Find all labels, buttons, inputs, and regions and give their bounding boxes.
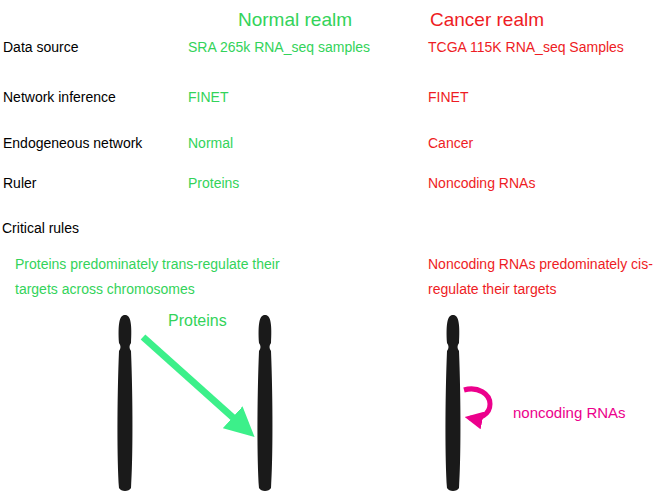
cell-text: FINET <box>428 89 468 106</box>
rule-text: Noncoding RNAs predominately cis-regulat… <box>428 252 660 302</box>
cell-text: Proteins <box>188 175 239 192</box>
row-header: Critical rules <box>2 220 79 237</box>
trans-regulation-arrow <box>143 337 248 431</box>
chromosome <box>258 315 273 491</box>
arrow-label: noncoding RNAs <box>513 404 626 422</box>
row-header: Data source <box>3 39 78 56</box>
row-header: Network inference <box>3 89 116 106</box>
cell-text: Noncoding RNAs <box>428 175 535 192</box>
cell-text: SRA 265k RNA_seq samples <box>188 39 370 56</box>
row-header: Ruler <box>3 175 36 192</box>
chromosome <box>118 315 133 491</box>
row-header: Endogeneous network <box>3 135 142 152</box>
cell-text: Cancer <box>428 135 473 152</box>
arrow-label: Proteins <box>168 311 227 330</box>
chromosome <box>446 315 461 491</box>
rule-text: Proteins predominately trans-regulate th… <box>15 252 287 302</box>
cell-text: Normal <box>188 135 233 152</box>
column-header: Normal realm <box>238 9 352 32</box>
cell-text: TCGA 115K RNA_seq Samples <box>428 39 624 56</box>
column-header: Cancer realm <box>430 9 544 32</box>
cis-regulation-arrow <box>464 389 490 418</box>
cell-text: FINET <box>188 89 228 106</box>
